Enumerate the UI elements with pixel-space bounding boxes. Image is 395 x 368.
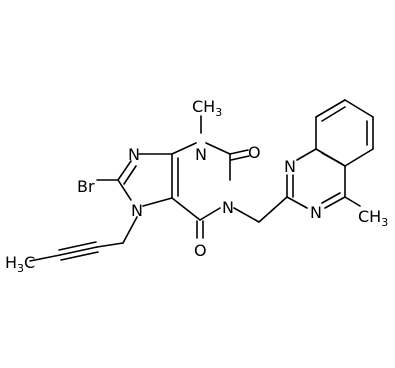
bond-ch2-csp (96, 242, 124, 248)
atom-label-butyne-terminal: H3C (5, 253, 35, 275)
bond-triple-a (59, 246, 98, 256)
bond-csp-ch3 (29, 254, 61, 262)
bond-qc5-qc4a (344, 148, 374, 167)
bond-c6-c5 (171, 197, 201, 221)
bond-qc8a-qc4a-double (321, 152, 343, 165)
bond-c2-o-double (230, 155, 250, 161)
atom-label-br: Br (77, 177, 95, 196)
atom-label-c2-oxygen: O (248, 143, 261, 162)
bond-triple-c (60, 251, 99, 261)
bond-triple-b (58, 241, 97, 251)
bond-qc8-qc7-double (321, 106, 346, 122)
bond-qc4-qn3-double (321, 192, 341, 204)
bond-qc7-qc6 (344, 99, 374, 118)
bond-qc4-qn3 (324, 196, 346, 209)
bond-n7-ch2 (122, 216, 138, 244)
label-layer: Br N N N N O O CH3 H3C N N CH3 (5, 97, 388, 275)
bond-c8-n9-double (123, 165, 137, 185)
atom-label-quinazoline-n3: N (310, 203, 322, 222)
atom-label-quinazoline-n1: N (284, 157, 296, 176)
bond-c2-o (229, 149, 249, 155)
bond-ch2-quin (258, 196, 288, 223)
bond-c4-n3 (171, 142, 197, 155)
bond-layer (29, 99, 374, 262)
bond-c5-n7 (142, 197, 173, 207)
bond-qc8-qc7 (315, 99, 346, 118)
bond-n3-c2 (205, 142, 231, 155)
atom-label-n1: N (222, 198, 234, 217)
bond-n1-ch2 (233, 207, 260, 223)
bond-c8-n9 (117, 160, 132, 181)
bond-qn1-qc8a (296, 148, 317, 161)
atom-label-n3: N (195, 145, 207, 164)
atom-label-n7: N (131, 201, 143, 220)
bond-qn3-qc2 (286, 196, 308, 209)
bond-n1-c6 (199, 207, 221, 221)
atom-label-n3-methyl: CH3 (192, 97, 222, 119)
atom-label-c6-oxygen: O (194, 241, 207, 260)
atom-label-n9: N (128, 145, 140, 164)
bond-n7-c8 (117, 179, 132, 201)
bond-qc4-methyl (344, 196, 361, 207)
atom-label-quinazoline-methyl: CH3 (358, 207, 388, 229)
